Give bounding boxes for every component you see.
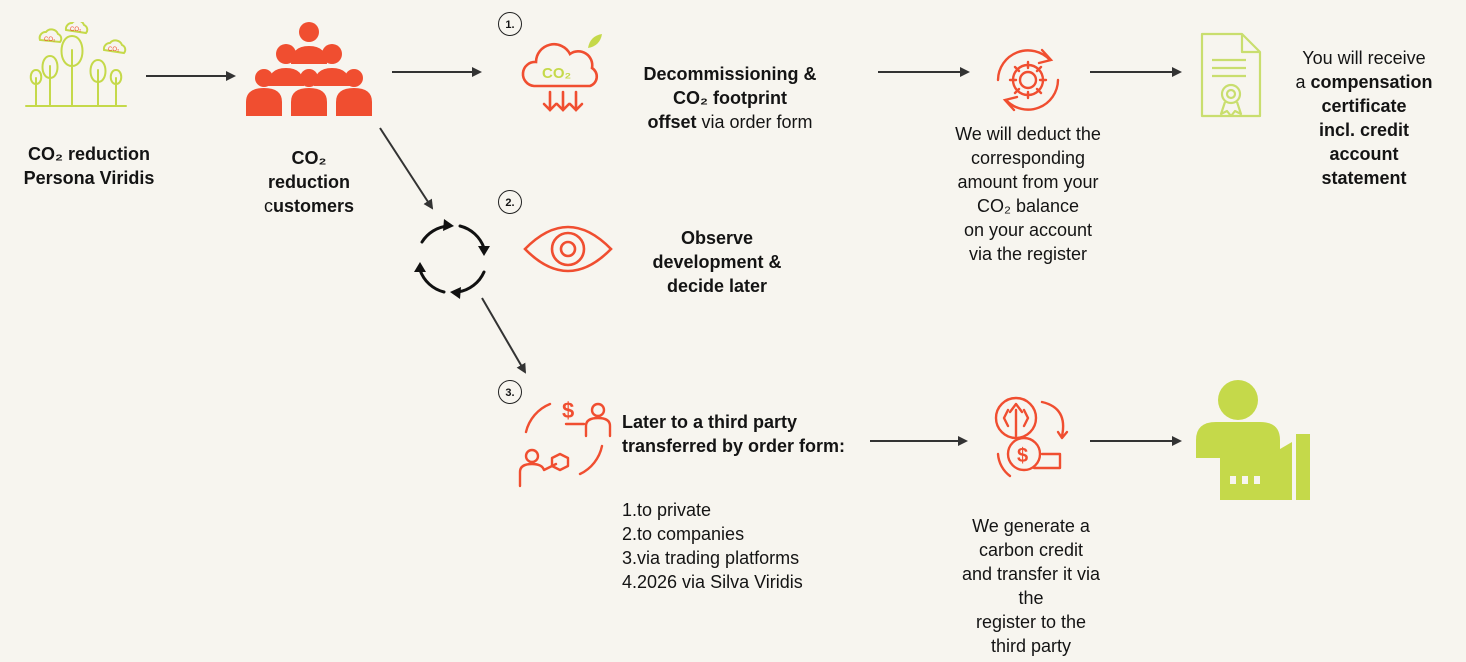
step-3-option: 4.2026 via Silva Viridis bbox=[622, 572, 803, 592]
certificate-bold-line: account bbox=[1329, 144, 1399, 164]
step-3-option: 1.to private bbox=[622, 500, 712, 520]
arrow-cycle-to-step3 bbox=[481, 297, 527, 374]
svg-text:CO₂: CO₂ bbox=[108, 47, 120, 53]
certificate-text: You will receive a compensation certific… bbox=[1266, 46, 1462, 190]
deduct-text: We will deduct the corresponding amount … bbox=[916, 122, 1140, 266]
deduct-line: corresponding bbox=[970, 148, 1086, 168]
persona-line2: Persona Viridis bbox=[23, 168, 155, 188]
certificate-line1: You will receive bbox=[1302, 48, 1426, 68]
step-2-line2: development & bbox=[652, 252, 782, 272]
customers-label: CO₂ reduction customers bbox=[246, 146, 372, 218]
deduct-line: We will deduct the bbox=[955, 124, 1101, 144]
arrow-customers-to-cycle bbox=[379, 127, 434, 210]
step-3-heading: Later to a third party transferred by or… bbox=[622, 410, 922, 458]
svg-text:$: $ bbox=[562, 398, 574, 423]
person-factory-icon bbox=[1196, 378, 1318, 505]
credit-text: We generate a carbon credit and transfer… bbox=[926, 514, 1136, 658]
step-3-options: 1.to private 2.to companies 3.via tradin… bbox=[622, 498, 882, 594]
customers-line3: customers bbox=[246, 194, 372, 218]
certificate-bold-line: incl. credit bbox=[1318, 120, 1410, 140]
credit-line: the bbox=[1018, 588, 1044, 608]
step-2-text: Observe development & decide later bbox=[632, 226, 802, 298]
credit-line: and transfer it via bbox=[961, 564, 1101, 584]
cycle-arrows-icon bbox=[404, 214, 500, 309]
carbon-credit-icon: $ bbox=[984, 392, 1076, 485]
customers-line3-bold: ustomers bbox=[272, 196, 355, 216]
people-group-icon bbox=[246, 20, 372, 125]
step-2-number: 2. bbox=[498, 190, 522, 214]
credit-line: register to the bbox=[975, 612, 1087, 632]
forest-co2-icon: CO₂ CO₂ CO₂ bbox=[22, 19, 132, 115]
svg-text:$: $ bbox=[1017, 445, 1028, 467]
certificate-icon bbox=[1198, 30, 1264, 125]
certificate-bold-line: certificate bbox=[1321, 96, 1407, 116]
certificate-line2-bold: compensation bbox=[1310, 72, 1433, 92]
customers-line1: CO₂ bbox=[291, 148, 327, 168]
deduct-line: on your account bbox=[963, 220, 1093, 240]
credit-line: carbon credit bbox=[978, 540, 1084, 560]
deduct-line: via the register bbox=[968, 244, 1088, 264]
people-exchange-icon: $ bbox=[514, 390, 614, 495]
deduct-line: amount from your bbox=[957, 172, 1099, 192]
step-3-option: 2.to companies bbox=[622, 524, 745, 544]
customers-line3-prefix: c bbox=[263, 196, 273, 216]
step-1-text: Decommissioning & CO₂ footprint offset v… bbox=[612, 62, 848, 134]
step-1-number: 1. bbox=[498, 12, 522, 36]
step-2-line1: Observe bbox=[680, 228, 754, 248]
svg-text:CO₂: CO₂ bbox=[44, 37, 56, 43]
step-1-line3-bold: offset bbox=[647, 112, 697, 132]
step-1-line3-rest: via order form bbox=[696, 112, 813, 132]
certificate-line2: a compensation bbox=[1266, 70, 1462, 94]
step-1-line1: Decommissioning & bbox=[643, 64, 817, 84]
step-1-line2: CO₂ footprint bbox=[673, 88, 787, 108]
certificate-line2-prefix: a bbox=[1295, 72, 1311, 92]
step-3-option: 3.via trading platforms bbox=[622, 548, 800, 568]
eye-icon bbox=[522, 222, 614, 281]
credit-line: We generate a bbox=[972, 516, 1090, 536]
certificate-bold-line: statement bbox=[1321, 168, 1407, 188]
gear-cycle-icon bbox=[986, 38, 1070, 127]
persona-line1: CO₂ reduction bbox=[27, 144, 150, 164]
step-3-number: 3. bbox=[498, 380, 522, 404]
step-3-line1: Later to a third party bbox=[622, 412, 798, 432]
co2-cloud-icon: CO₂ bbox=[520, 34, 606, 121]
step-3-line2: transferred by order form: bbox=[622, 436, 846, 456]
persona-label: CO₂ reduction Persona Viridis bbox=[4, 142, 174, 190]
customers-line2: reduction bbox=[267, 172, 350, 192]
deduct-line: CO₂ balance bbox=[976, 196, 1080, 216]
svg-text:CO₂: CO₂ bbox=[70, 27, 82, 33]
credit-line: third party bbox=[990, 636, 1072, 656]
step-1-line3: offset via order form bbox=[612, 110, 848, 134]
svg-text:CO₂: CO₂ bbox=[542, 65, 571, 82]
step-2-line3: decide later bbox=[666, 276, 768, 296]
